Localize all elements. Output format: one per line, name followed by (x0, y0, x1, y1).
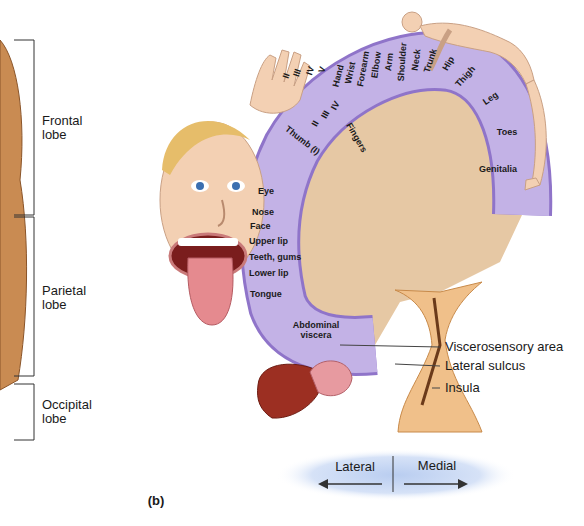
arrow-head (458, 479, 468, 489)
nose-drawing (218, 200, 224, 226)
direction-label: Lateral (335, 460, 375, 474)
tongue-drawing (188, 258, 233, 325)
arrow-line (320, 483, 382, 485)
divider-line (393, 456, 394, 492)
orientation-glow (276, 449, 516, 501)
homunculus-foot (525, 178, 540, 190)
homunculus-hair (162, 121, 250, 175)
sulcus-line (422, 298, 440, 405)
lobe-label: Frontal lobe (42, 114, 97, 143)
insula-shape (395, 282, 482, 432)
direction-label: Medial (418, 459, 456, 473)
arrow-line (404, 483, 466, 485)
lobe-label: Occipital lobe (42, 398, 102, 427)
leader-line (340, 345, 440, 347)
lobe-bracket (14, 384, 34, 440)
homunculus-leg (526, 80, 546, 185)
eye-drawing (196, 182, 204, 190)
body-part-label: Nose (252, 208, 274, 218)
stomach-drawing (310, 361, 352, 396)
eye-drawing (227, 180, 245, 192)
body-part-label: Arm (384, 53, 396, 72)
area-label: Lateral sulcus (445, 359, 525, 373)
arrow-head (318, 479, 328, 489)
body-part-label: Lower lip (249, 269, 289, 279)
homunculus-body (420, 23, 534, 84)
panel-letter: (b) (148, 494, 165, 508)
brain-section (270, 61, 522, 346)
cortex-band (270, 61, 522, 346)
lobe-bracket (14, 40, 34, 215)
body-part-label: Tongue (250, 290, 282, 300)
lobe-label: Parietal lobe (42, 284, 97, 313)
eye-drawing (232, 182, 240, 190)
homunculus-hand (250, 50, 310, 113)
homunculus-body-head (402, 12, 422, 32)
area-label: Insula (445, 381, 480, 395)
body-part-label: Upper lip (249, 237, 288, 247)
leader-line (432, 388, 440, 389)
lobe-bracket (14, 217, 34, 376)
cortex-band-edge (270, 61, 522, 346)
body-part-label: Toes (497, 128, 517, 138)
body-part-label: Teeth, gums (249, 253, 301, 263)
area-label: Viscerosensory area (445, 340, 563, 354)
teeth-drawing (178, 238, 238, 246)
body-part-label: Abdominal viscera (285, 321, 347, 341)
body-part-label: Genitalia (479, 165, 517, 175)
body-part-label: Face (250, 222, 271, 232)
body-part-label: Eye (258, 187, 274, 197)
eye-drawing (191, 180, 209, 192)
leader-line (395, 364, 440, 366)
